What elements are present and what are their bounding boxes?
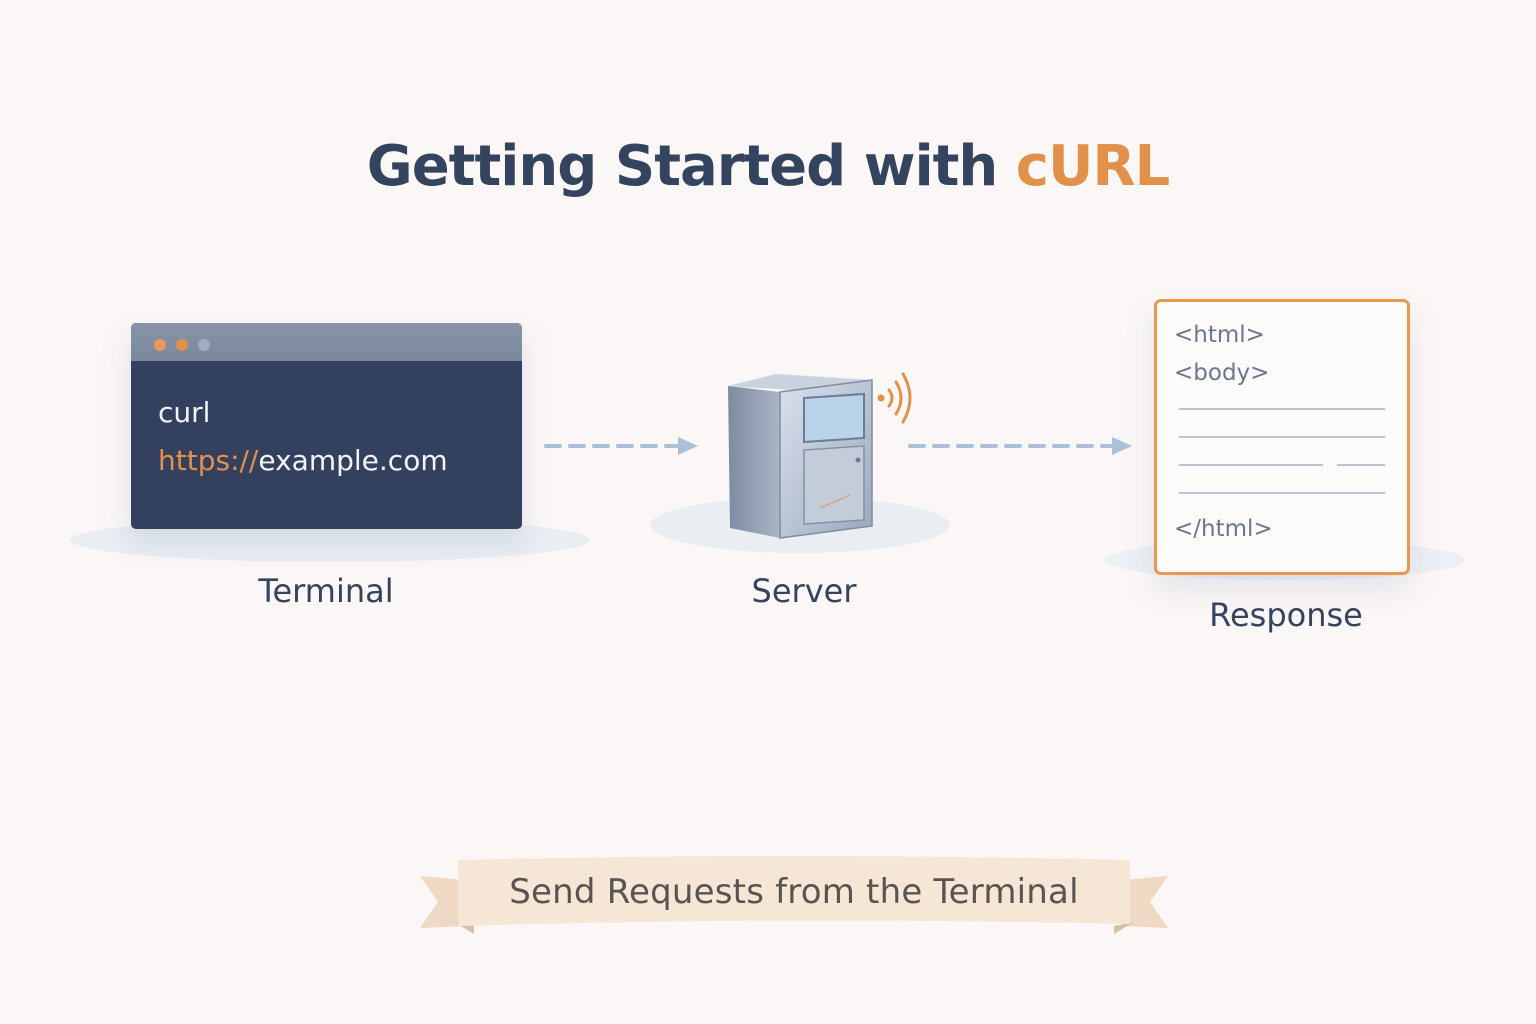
terminal-content: curl https://example.com xyxy=(158,389,448,485)
response-caption: Response xyxy=(1209,596,1363,634)
doc-placeholder-line xyxy=(1179,464,1323,466)
response-document: <html> <body> </html> xyxy=(1154,299,1410,575)
doc-line-body-open: <body> xyxy=(1174,360,1270,386)
doc-placeholder-line xyxy=(1179,408,1385,410)
window-dot-icon xyxy=(154,339,166,351)
doc-line-html-open: <html> xyxy=(1174,322,1265,348)
arrow-right-icon xyxy=(544,437,698,455)
terminal-command: curl xyxy=(158,396,211,429)
window-dot-icon xyxy=(176,339,188,351)
banner-text: Send Requests from the Terminal xyxy=(509,872,1079,912)
doc-line-html-close: </html> xyxy=(1174,516,1273,542)
server-icon xyxy=(728,374,873,539)
ribbon-banner xyxy=(420,856,1168,934)
terminal-titlebar xyxy=(131,323,522,361)
server-caption: Server xyxy=(751,572,857,610)
terminal-caption: Terminal xyxy=(258,572,394,610)
terminal-window: curl https://example.com xyxy=(131,323,522,529)
doc-placeholder-line xyxy=(1337,464,1385,466)
window-dot-icon xyxy=(198,339,210,351)
title-prefix: Getting Started with xyxy=(366,134,1016,199)
terminal-url: https://example.com xyxy=(158,437,448,485)
doc-placeholder-line xyxy=(1179,492,1385,494)
arrow-right-icon xyxy=(908,437,1132,455)
page-title: Getting Started with cURL xyxy=(0,134,1536,199)
terminal-url-protocol: https:// xyxy=(158,444,259,477)
signal-waves-icon xyxy=(877,372,912,424)
doc-placeholder-line xyxy=(1179,436,1385,438)
title-accent: cURL xyxy=(1015,134,1170,199)
terminal-url-host: example.com xyxy=(258,444,448,477)
